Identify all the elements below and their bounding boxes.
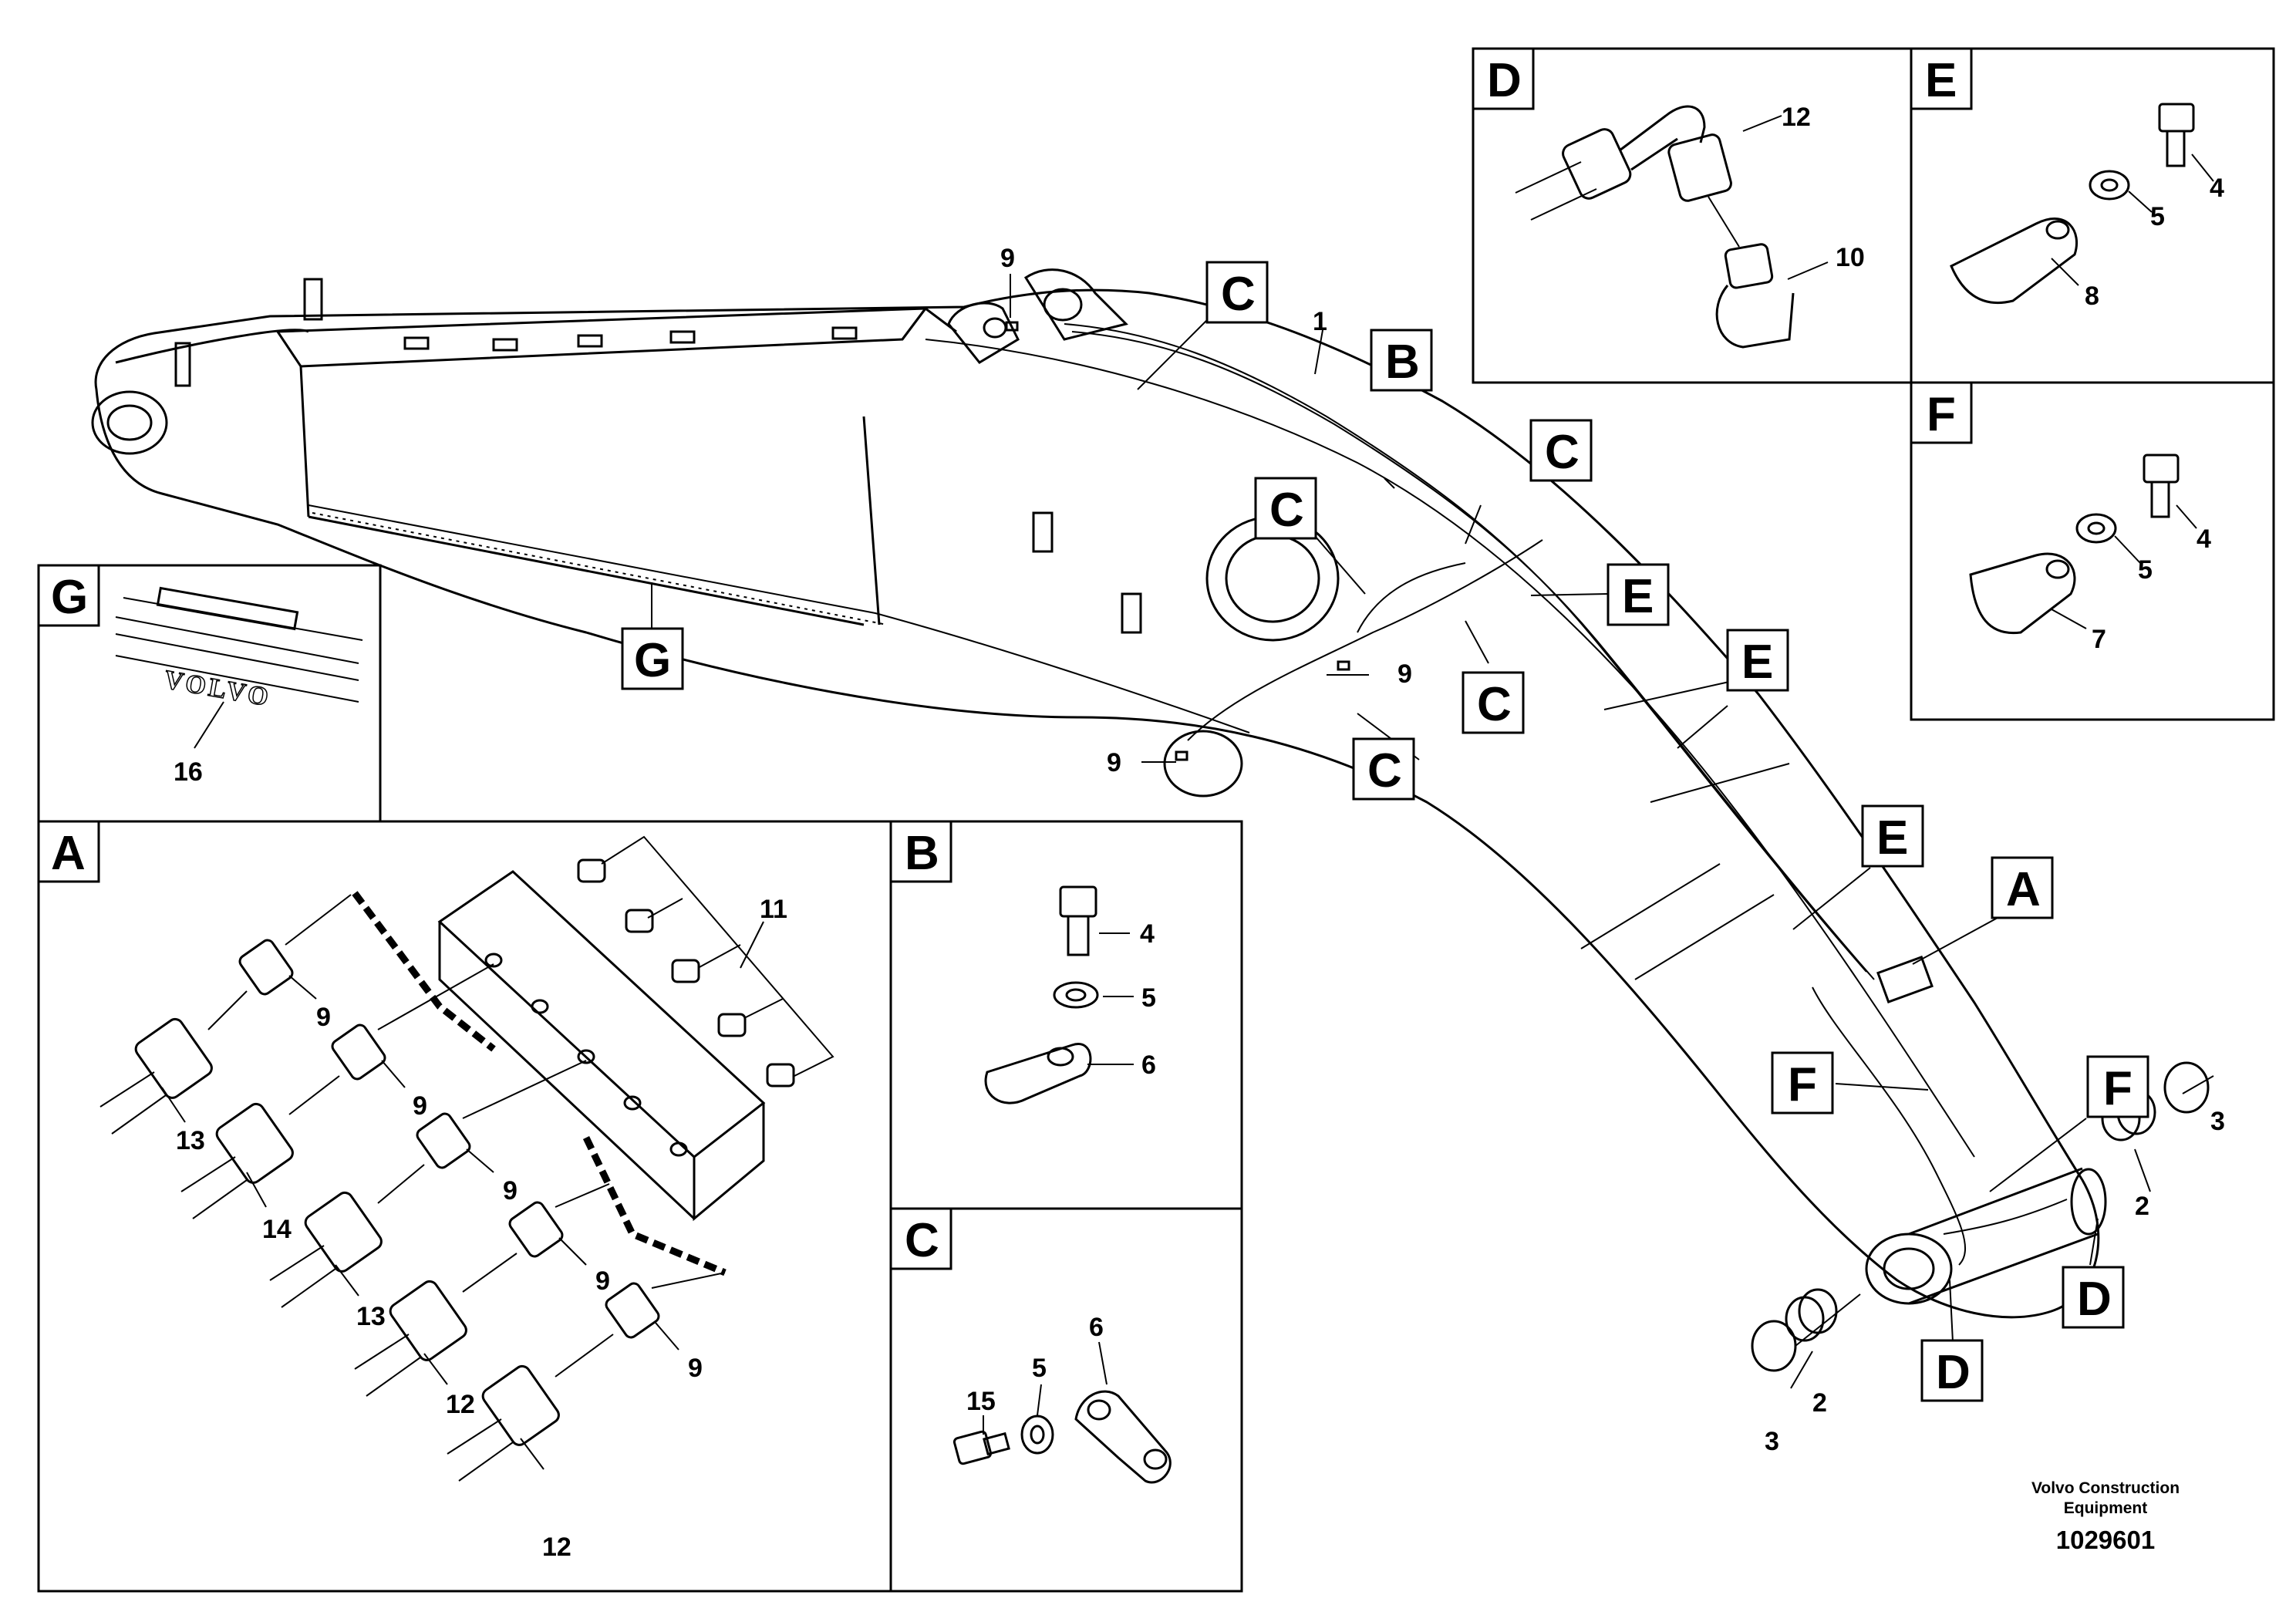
callout-E-2[interactable]: E xyxy=(1726,629,1789,692)
inset-A-label-13-2: 13 xyxy=(356,1302,386,1331)
svg-text:C: C xyxy=(1367,744,1402,798)
inset-A-label-14: 14 xyxy=(262,1215,292,1244)
inset-E-label-5: 5 xyxy=(2150,202,2165,231)
company-name-line2: Equipment xyxy=(2064,1499,2148,1517)
svg-text:B: B xyxy=(1385,336,1420,389)
inset-A-label-12-2: 12 xyxy=(542,1533,571,1562)
svg-text:C: C xyxy=(1545,426,1580,479)
pin-label-3-right: 3 xyxy=(2210,1107,2225,1136)
inset-E-label-4: 4 xyxy=(2210,174,2224,203)
boom-leader-lines xyxy=(651,274,2214,1389)
footer: Volvo Construction Equipment 1029601 xyxy=(2031,1479,2180,1554)
inset-B: B 4 5 6 xyxy=(889,820,1243,1210)
callout-F-2[interactable]: F xyxy=(2086,1055,2149,1118)
inset-A-label-11: 11 xyxy=(760,895,787,924)
svg-text:C: C xyxy=(1269,484,1304,537)
inset-C-letter: C xyxy=(905,1214,939,1267)
boom-label-9-top: 9 xyxy=(1000,244,1015,273)
inset-B-letter: B xyxy=(905,827,939,880)
inset-E-letter: E xyxy=(1925,54,1957,107)
inset-D: D 12 10 xyxy=(1472,47,1913,384)
callout-C-4[interactable]: C xyxy=(1462,671,1525,734)
svg-text:G: G xyxy=(634,634,671,687)
svg-text:A: A xyxy=(2006,863,2041,916)
svg-text:F: F xyxy=(1788,1058,1817,1111)
inset-A-label-9-5: 9 xyxy=(688,1354,703,1383)
callout-C-1[interactable]: C xyxy=(1205,261,1269,324)
svg-text:D: D xyxy=(2077,1273,2112,1326)
callout-D-1[interactable]: D xyxy=(2062,1266,2125,1329)
inset-F-label-7: 7 xyxy=(2092,625,2106,654)
svg-text:E: E xyxy=(1876,811,1908,865)
boom-callouts: C C C C C B E E xyxy=(621,261,2149,1402)
callout-B[interactable]: B xyxy=(1370,329,1433,392)
svg-text:E: E xyxy=(1622,570,1654,623)
hose-assembly-4 xyxy=(354,1183,610,1397)
inset-A-label-12-1: 12 xyxy=(446,1390,475,1419)
inset-A: A xyxy=(37,820,892,1593)
callout-E-3[interactable]: E xyxy=(1861,804,1924,868)
callout-F-1[interactable]: F xyxy=(1771,1051,1834,1114)
boom-label-9-center: 9 xyxy=(1397,659,1412,689)
inset-A-label-13-1: 13 xyxy=(176,1126,205,1155)
callout-G[interactable]: G xyxy=(621,627,684,690)
svg-text:F: F xyxy=(2103,1062,2132,1115)
callout-D-2[interactable]: D xyxy=(1920,1339,1984,1402)
inset-B-label-4: 4 xyxy=(1140,919,1155,949)
inset-F-label-4: 4 xyxy=(2197,524,2211,554)
inset-B-label-5: 5 xyxy=(1141,983,1156,1013)
inset-A-label-9-3: 9 xyxy=(503,1176,518,1206)
inset-A-letter: A xyxy=(51,827,86,880)
inset-C: C 15 5 6 xyxy=(889,1207,1243,1593)
inset-A-label-9-1: 9 xyxy=(316,1003,331,1032)
hose-assembly-2 xyxy=(180,963,494,1219)
inset-C-label-6: 6 xyxy=(1089,1313,1104,1342)
pin-label-3-left: 3 xyxy=(1765,1427,1779,1456)
hose-assembly-5 xyxy=(447,1272,726,1482)
inset-B-label-6: 6 xyxy=(1141,1050,1156,1080)
inset-D-letter: D xyxy=(1487,54,1522,107)
svg-text:C: C xyxy=(1221,268,1256,321)
svg-text:C: C xyxy=(1477,678,1512,731)
inset-E-label-8: 8 xyxy=(2085,282,2099,311)
inset-A-label-9-2: 9 xyxy=(413,1091,427,1121)
callout-A[interactable]: A xyxy=(1991,856,2054,919)
boom-label-1: 1 xyxy=(1313,307,1327,336)
inset-D-label-12: 12 xyxy=(1782,103,1811,132)
callout-C-2[interactable]: C xyxy=(1529,419,1593,482)
callout-E-1[interactable]: E xyxy=(1607,563,1670,626)
pin-label-2-right: 2 xyxy=(2135,1192,2149,1221)
inset-G: G VOLVO 16 xyxy=(37,564,382,823)
pin-label-2-left: 2 xyxy=(1812,1388,1827,1418)
volvo-logo-text: VOLVO xyxy=(162,666,273,713)
callout-C-3[interactable]: C xyxy=(1254,477,1317,540)
boom-part-labels: 9 9 9 1 2 3 2 3 xyxy=(1000,244,2225,1456)
inset-D-label-10: 10 xyxy=(1836,243,1865,272)
hose-assembly-3 xyxy=(269,1060,587,1308)
document-number: 1029601 xyxy=(2056,1526,2155,1554)
callout-C-5[interactable]: C xyxy=(1352,737,1415,801)
inset-F: F 4 5 7 xyxy=(1910,381,2275,721)
hose-assembly-1 xyxy=(99,894,352,1135)
inset-G-letter: G xyxy=(51,571,88,624)
svg-text:D: D xyxy=(1936,1346,1971,1399)
inset-E: E 4 5 8 xyxy=(1910,47,2275,384)
inset-C-label-5: 5 xyxy=(1032,1354,1047,1383)
inset-C-label-15: 15 xyxy=(966,1387,996,1416)
inset-F-letter: F xyxy=(1927,388,1956,441)
company-name-line1: Volvo Construction xyxy=(2031,1479,2180,1497)
svg-text:E: E xyxy=(1741,636,1773,689)
inset-G-label-16: 16 xyxy=(174,757,203,787)
inset-A-label-9-4: 9 xyxy=(595,1266,610,1296)
inset-F-label-5: 5 xyxy=(2138,555,2153,585)
boom-label-9-left: 9 xyxy=(1107,748,1121,777)
